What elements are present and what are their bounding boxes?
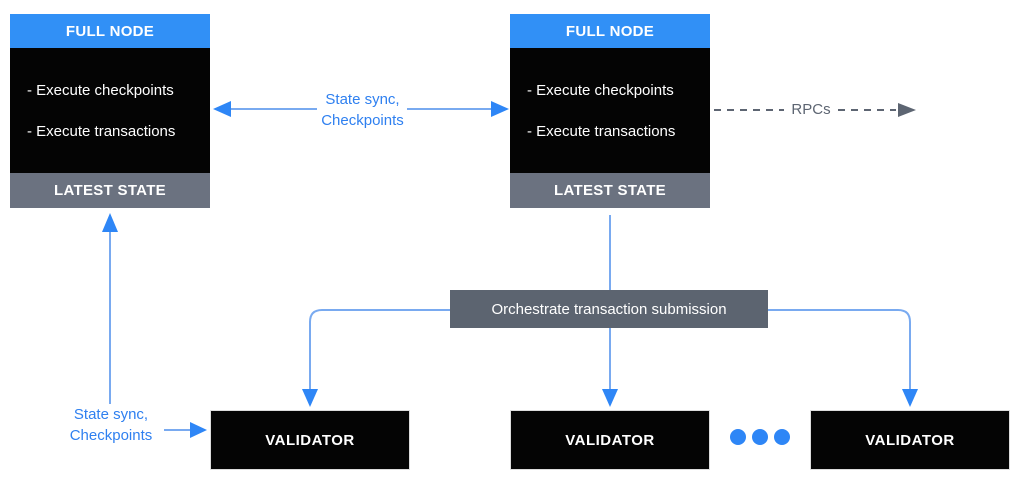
full-node-1-item-2: - Execute transactions [27, 122, 176, 140]
full-node-2-body: - Execute checkpoints - Execute transact… [510, 48, 710, 173]
full-node-2: FULL NODE - Execute checkpoints - Execut… [510, 14, 710, 208]
full-node-2-item-2: - Execute transactions [527, 122, 676, 140]
state-sync-left-label: State sync, Checkpoints [52, 404, 170, 446]
state-sync-top-label: State sync, Checkpoints [300, 89, 425, 131]
state-sync-top-label-line2: Checkpoints [321, 112, 404, 129]
rpcs-label: RPCs [791, 101, 831, 118]
validator-1: VALIDATOR [210, 410, 410, 470]
validators-ellipsis-icon [730, 429, 790, 445]
orchestrator-to-validator2-arrow [602, 328, 618, 407]
state-sync-bidirectional-arrow [213, 101, 509, 117]
state-sync-left-label-line1: State sync, [73, 406, 149, 423]
state-sync-top-label-line1: State sync, [325, 91, 400, 108]
orchestrate-box: Orchestrate transaction submission [450, 290, 768, 328]
validator-2: VALIDATOR [510, 410, 710, 470]
full-node-1-latest-state: LATEST STATE [10, 173, 210, 208]
full-node-2-title: FULL NODE [510, 14, 710, 48]
label-to-validator-arrow [164, 422, 207, 438]
validator-3: VALIDATOR [810, 410, 1010, 470]
full-node-2-latest-state: LATEST STATE [510, 173, 710, 208]
state-sync-left-label-line2: Checkpoints [69, 427, 153, 444]
full-node-1: FULL NODE - Execute checkpoints - Execut… [10, 14, 210, 208]
validator-to-fullnode-up-arrow [102, 213, 118, 404]
rpcs-dashed-arrow [714, 103, 916, 117]
orchestrator-to-validator3-arrow [768, 309, 918, 407]
full-node-1-item-1: - Execute checkpoints [27, 81, 174, 99]
orchestrator-to-validator1-arrow [302, 309, 450, 407]
full-node-1-body: - Execute checkpoints - Execute transact… [10, 48, 210, 173]
full-node-1-title: FULL NODE [10, 14, 210, 48]
full-node-2-item-1: - Execute checkpoints [527, 81, 674, 99]
